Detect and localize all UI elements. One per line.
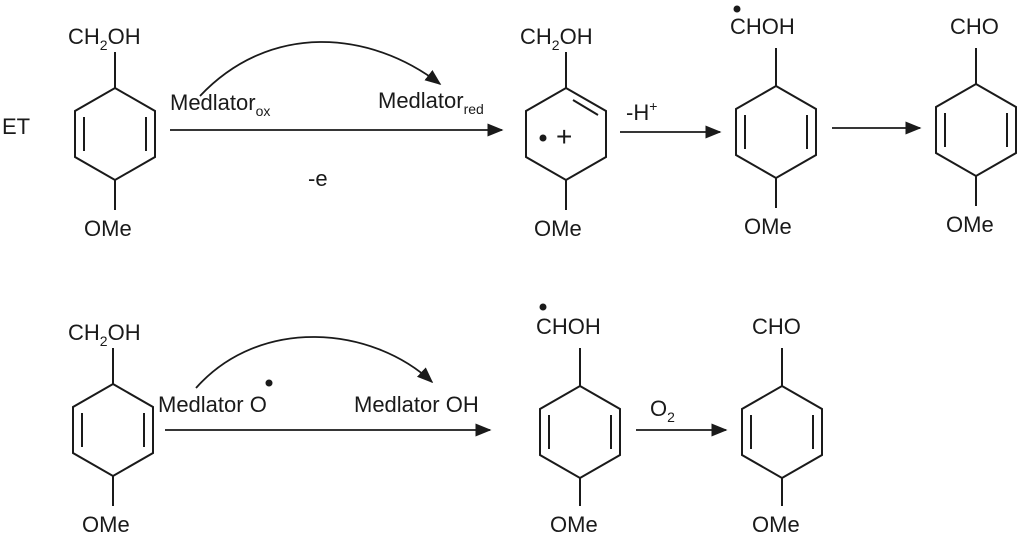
row2-reactant-ring bbox=[72, 382, 154, 478]
row2-oxyl-radical-dot-icon bbox=[265, 379, 273, 387]
row1-deprotonation-label: -H+ bbox=[626, 98, 657, 125]
row2-oxidant-label: O2 bbox=[650, 396, 675, 425]
row2-product-molecule: CHO OMe bbox=[741, 314, 823, 537]
row1-mediator-ox-label: Medlatorox bbox=[170, 90, 270, 119]
row2-product-cho-label: CHO bbox=[752, 314, 801, 339]
row2-reactant-ch2oh-label: CH2OH bbox=[68, 320, 141, 349]
row2-mediator-curved-arrow bbox=[195, 336, 434, 389]
row1-reactant-ch2oh-label: CH2OH bbox=[68, 24, 141, 53]
row1-product-ome-label: OMe bbox=[946, 212, 994, 237]
row2-radical-ring bbox=[539, 384, 621, 480]
row1-electron-loss-label: -e bbox=[308, 166, 328, 191]
row2-radical-ome-label: OMe bbox=[550, 512, 598, 537]
row1-radical-ome-label: OMe bbox=[744, 214, 792, 239]
row1-product-cho-label: CHO bbox=[950, 14, 999, 39]
row2-product-ring bbox=[741, 384, 823, 480]
row1-charge-label: + bbox=[556, 121, 572, 152]
row1-radical-cation-ome-label: OMe bbox=[534, 216, 582, 241]
row1-radical-cation-molecule: CH2OH + OMe bbox=[520, 24, 607, 241]
row1-reactant-ome-label: OMe bbox=[84, 216, 132, 241]
row2-reactant-molecule: CH2OH OMe bbox=[68, 320, 154, 537]
row1-mediator-curved-arrow bbox=[199, 41, 442, 97]
row2-product-ome-label: OMe bbox=[752, 512, 800, 537]
row2-reactant-ome-label: OMe bbox=[82, 512, 130, 537]
row1-chohradical-dot-icon bbox=[733, 5, 741, 13]
row1-radical-ring bbox=[735, 84, 817, 180]
row1-radical-cation-ch2oh-label: CH2OH bbox=[520, 24, 593, 53]
row2-radical-molecule: CHOH OMe bbox=[536, 303, 621, 537]
row1-mediator-red-label: Medlatorred bbox=[378, 88, 484, 117]
row1-product-ring bbox=[935, 82, 1017, 178]
row1-radical-molecule: CHOH OMe bbox=[730, 5, 817, 239]
row1-reactant-benzene-ring bbox=[74, 86, 156, 182]
row1-product-molecule: CHO OMe bbox=[935, 14, 1017, 237]
row2-mediator-oh-label: Medlator OH bbox=[354, 392, 479, 417]
row1-reactant-molecule: CH2OH OMe bbox=[68, 24, 156, 241]
row1-radical-chohlabel: CHOH bbox=[730, 14, 795, 39]
row2-mediator-o-label: Medlator O bbox=[158, 392, 267, 417]
row2-radical-chohlabel: CHOH bbox=[536, 314, 601, 339]
row1-radical-dot-icon bbox=[539, 134, 547, 142]
et-label: ET bbox=[2, 114, 30, 139]
row2-chohradical-dot-icon bbox=[539, 303, 547, 311]
